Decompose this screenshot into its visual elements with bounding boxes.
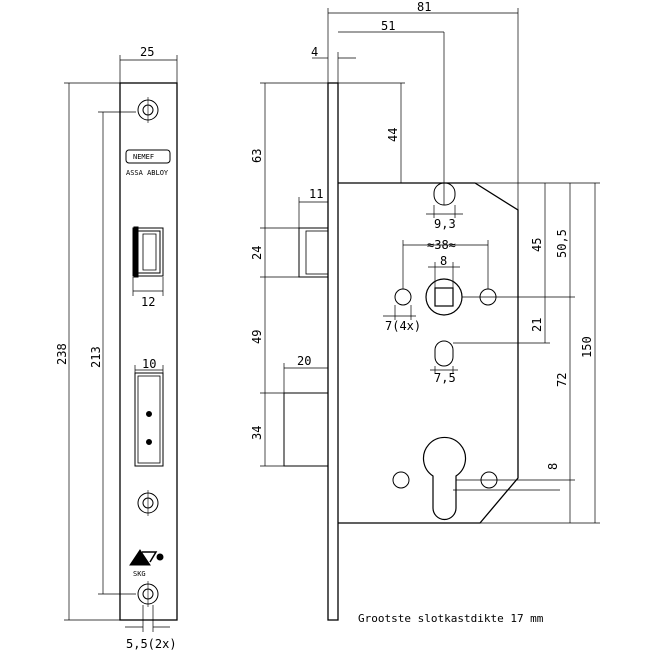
dim-bolt-height-label: 34 xyxy=(250,426,264,440)
dim-top-hole-label: 9,3 xyxy=(434,217,456,231)
spindle-follower xyxy=(425,278,463,316)
deadbolt-opening xyxy=(134,372,164,467)
dim-between-label: 49 xyxy=(250,330,264,344)
dim-overall-height xyxy=(64,82,120,621)
dim-latch-height-label: 24 xyxy=(250,246,264,260)
dim-bolt-throw-label: 20 xyxy=(297,354,311,368)
dim-faceplate-label: 4 xyxy=(311,45,318,59)
lock-case xyxy=(338,182,519,524)
side-dim-lines xyxy=(260,8,600,524)
dim-case-height-label: 150 xyxy=(580,336,594,358)
dim-front-width xyxy=(119,55,178,83)
dim-45-label: 45 xyxy=(530,238,544,252)
screw-hole-bottom xyxy=(137,581,159,607)
side-view: 81 51 4 11 20 63 24 49 34 44 9,3 ≈38≈ 8 … xyxy=(250,0,600,625)
dim-screw-hole xyxy=(125,605,170,632)
dim-front-width-label: 25 xyxy=(140,45,154,59)
dim-fixing-holes-label: 7(4x) xyxy=(385,319,421,333)
dim-bolt-width xyxy=(134,365,164,373)
latch-opening xyxy=(132,226,164,278)
dim-cylinder-label: 8 xyxy=(546,463,560,470)
top-follower-hole xyxy=(433,32,456,206)
dim-hole-spacing-label: 213 xyxy=(89,346,103,368)
nemef-logo: NEMEF ASSA ABLOY xyxy=(125,149,171,177)
dim-overall-height-label: 238 xyxy=(55,343,69,365)
dim-spindle-offset-label: 44 xyxy=(386,128,400,142)
dim-square-label: 8 xyxy=(440,254,447,268)
dim-backset-label: 51 xyxy=(381,19,395,33)
faceplate-front xyxy=(119,82,178,621)
dim-latch-width xyxy=(132,277,164,296)
cylinder-cutout xyxy=(422,436,467,521)
skg-text: SKG xyxy=(133,570,146,578)
dim-hole-spacing xyxy=(98,111,136,595)
dim-latch-width-label: 12 xyxy=(141,295,155,309)
deadbolt xyxy=(283,392,329,467)
dim-50-5-label: 50,5 xyxy=(555,229,569,258)
dim-21-label: 21 xyxy=(530,318,544,332)
dim-screw-hole-label: 5,5(2x) xyxy=(126,637,177,650)
thickness-note: Grootste slotkastdikte 17 mm xyxy=(358,612,544,625)
dim-lower-hole-label: 7,5 xyxy=(434,371,456,385)
skg-mark: SKG xyxy=(129,549,164,578)
lower-hole xyxy=(434,340,454,367)
brand-text: ASSA ABLOY xyxy=(126,169,169,177)
dim-72-label: 72 xyxy=(555,373,569,387)
forend xyxy=(327,82,339,621)
latch xyxy=(298,227,329,278)
dim-overall-width-label: 81 xyxy=(417,0,431,14)
dim-height-top-label: 63 xyxy=(250,149,264,163)
front-view: NEMEF ASSA ABLOY SKG xyxy=(55,45,178,651)
dim-handle-spacing-label: ≈38≈ xyxy=(427,238,456,252)
screw-hole-top xyxy=(137,97,159,123)
dim-bolt-width-label: 10 xyxy=(142,357,156,371)
logo-text: NEMEF xyxy=(133,153,154,161)
dim-latch-throw-label: 11 xyxy=(309,187,323,201)
screw-hole-middle xyxy=(137,490,159,516)
